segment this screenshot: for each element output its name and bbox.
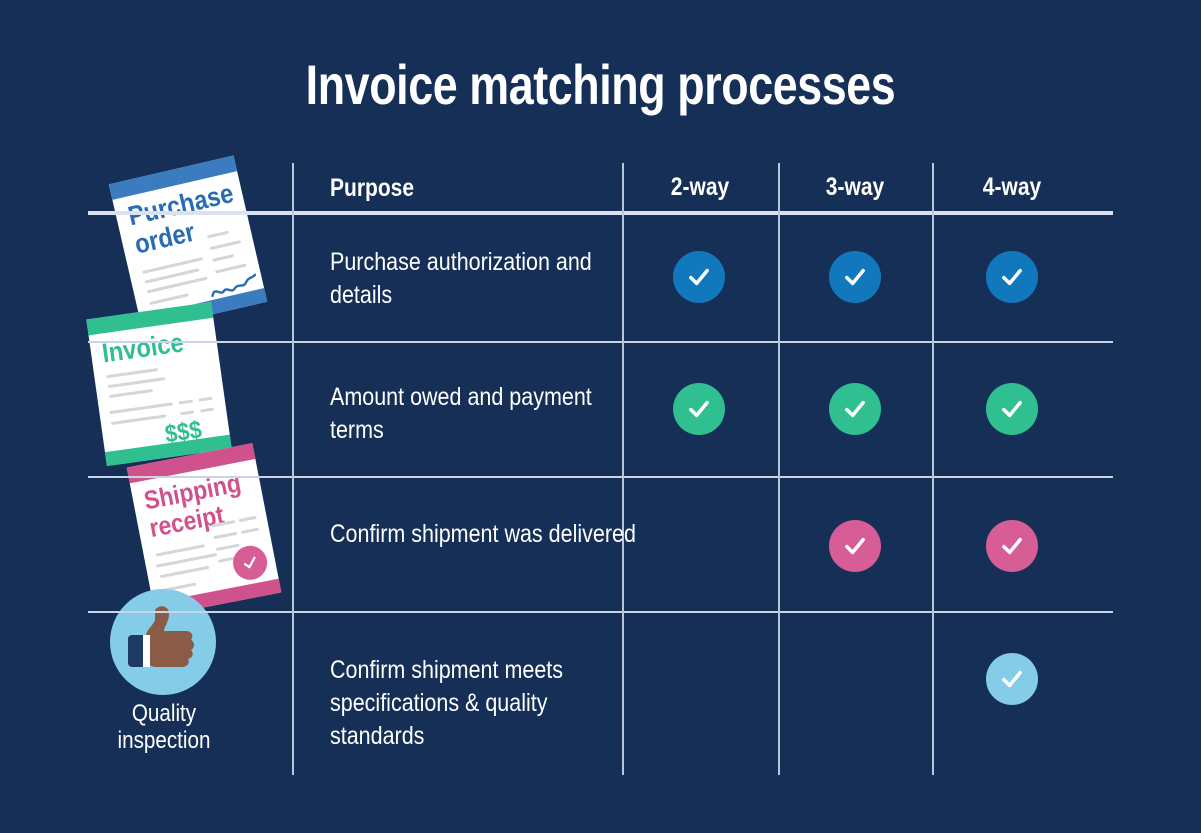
check-icon [243, 556, 256, 569]
page-title: Invoice matching processes [305, 53, 896, 116]
column-header-3way: 3-way [825, 173, 885, 201]
check-icon [1002, 400, 1022, 418]
check-icon [1002, 268, 1022, 286]
check-4way-row4 [986, 653, 1038, 705]
doc-rule [240, 527, 260, 534]
doc-rule [107, 377, 166, 389]
purchase-order-card: Purchase order [108, 155, 268, 331]
check-2way-row2 [673, 383, 725, 435]
column-divider-3way [778, 163, 780, 775]
check-3way-row2 [829, 383, 881, 435]
invoice-amount: $$$ [163, 415, 204, 449]
column-divider-left [292, 163, 294, 775]
doc-rule [199, 407, 215, 413]
column-header-2way: 2-way [670, 173, 730, 201]
doc-rule [106, 368, 159, 379]
doc-rule [212, 254, 235, 262]
check-icon [845, 268, 865, 286]
doc-rule [214, 263, 247, 274]
check-icon [845, 400, 865, 418]
doc-rule [178, 399, 193, 405]
check-icon [689, 268, 709, 286]
doc-rule [110, 414, 167, 426]
doc-rule [149, 293, 189, 306]
doc-rule [155, 544, 206, 557]
doc-rule [109, 402, 174, 415]
doc-rule [159, 565, 210, 579]
purpose-cell: Amount owed and payment terms [330, 383, 592, 444]
invoice-title: Invoice [100, 327, 186, 369]
doc-rule [215, 543, 240, 552]
check-2way-row1 [673, 251, 725, 303]
thumbs-up-icon [128, 606, 194, 667]
check-icon [689, 400, 709, 418]
check-3way-row1 [829, 251, 881, 303]
doc-rule [180, 410, 195, 416]
check-4way-row1 [986, 251, 1038, 303]
receipt-check-badge [230, 542, 271, 583]
check-4way-row3 [986, 520, 1038, 572]
purpose-cell: Confirm shipment was delivered [330, 520, 636, 548]
check-icon [1002, 670, 1022, 688]
signature-squiggle [211, 273, 257, 298]
purpose-cell: Confirm shipment meets specifications & … [330, 656, 564, 750]
row-separator [88, 611, 1113, 613]
column-divider-4way [932, 163, 934, 775]
purpose-cell: Purchase authorization and details [330, 248, 592, 309]
column-divider-2way [622, 163, 624, 775]
check-4way-row2 [986, 383, 1038, 435]
shipping-receipt-title: Shipping receipt [141, 467, 244, 544]
row-separator [88, 476, 1113, 478]
check-3way-row3 [829, 520, 881, 572]
quality-inspection-label: Quality inspection [117, 700, 211, 755]
doc-rule [198, 396, 213, 402]
table-header-rule [88, 211, 1113, 215]
check-icon [845, 537, 865, 555]
row-separator [88, 341, 1113, 343]
invoice-card: Invoice $$$ [86, 301, 232, 467]
column-header-4way: 4-way [982, 173, 1042, 201]
column-header-purpose: Purpose [330, 174, 415, 202]
doc-rule [109, 388, 154, 399]
doc-rule [213, 531, 238, 540]
shipping-receipt-card: Shipping receipt [126, 443, 282, 617]
check-icon [1002, 537, 1022, 555]
